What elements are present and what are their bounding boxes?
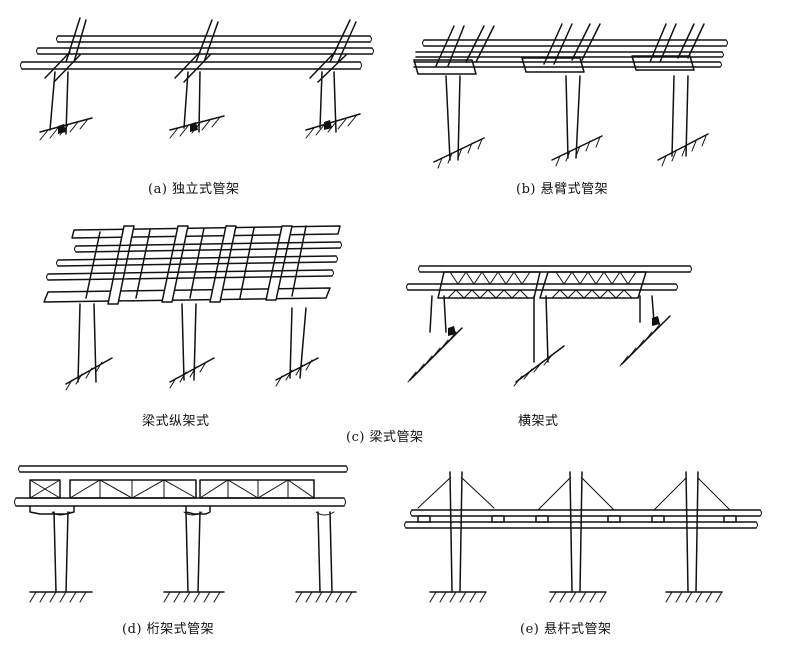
pipes — [14, 465, 348, 507]
panel-c-transverse-truss-rack: 横架式 — [394, 212, 788, 432]
caption-panel-a: (a) 独立式管架 — [148, 182, 240, 197]
cantilever-pipe-rack-drawing — [413, 23, 728, 169]
support-columns — [429, 295, 655, 363]
caption-panel-e: (e) 悬杆式管架 — [520, 622, 612, 637]
truss-pipe-rack-drawing — [14, 465, 357, 603]
caption-panel-c: (c) 梁式管架 — [346, 430, 424, 445]
pipes — [20, 35, 374, 70]
panel-b-cantilever-pipe-rack: (b) 悬臂式管架 — [394, 0, 788, 200]
ground-hatching — [29, 591, 357, 603]
pipes — [413, 39, 728, 68]
longitudinal-beam-rack-drawing — [43, 225, 342, 391]
ground-hatching — [429, 591, 723, 603]
transverse-truss-rack-drawing — [406, 265, 692, 387]
panel-e-suspension-pipe-rack: (e) 悬杆式管架 — [394, 452, 788, 648]
pipes — [406, 265, 692, 291]
sub-caption-transverse: 横架式 — [518, 414, 559, 429]
support-columns — [51, 511, 335, 593]
sub-caption-longitudinal: 梁式纵架式 — [142, 414, 210, 429]
suspension-pipe-rack-drawing — [404, 471, 762, 603]
ground-hatching — [407, 315, 671, 387]
pipes — [46, 241, 342, 281]
independent-pipe-rack-drawing — [20, 17, 374, 141]
ground-hatching — [65, 357, 319, 391]
suspension-masts — [449, 471, 699, 593]
pipes — [404, 509, 762, 529]
pipe-clamps — [417, 515, 737, 523]
panel-d-truss-pipe-rack: (d) 桁架式管架 — [0, 452, 394, 648]
support-columns — [445, 75, 689, 161]
panel-a-independent-pipe-rack: (a) 独立式管架 — [0, 0, 394, 200]
hanger-rods — [417, 477, 731, 511]
truss-frames — [29, 479, 315, 515]
panel-c-longitudinal-beam-rack: 梁式纵架式 — [0, 212, 394, 432]
ground-hatching — [433, 133, 709, 169]
truss-frames — [437, 271, 647, 299]
caption-panel-b: (b) 悬臂式管架 — [516, 182, 609, 197]
support-columns — [49, 71, 337, 135]
ground-hatching — [39, 113, 361, 141]
caption-panel-d: (d) 桁架式管架 — [122, 622, 215, 637]
